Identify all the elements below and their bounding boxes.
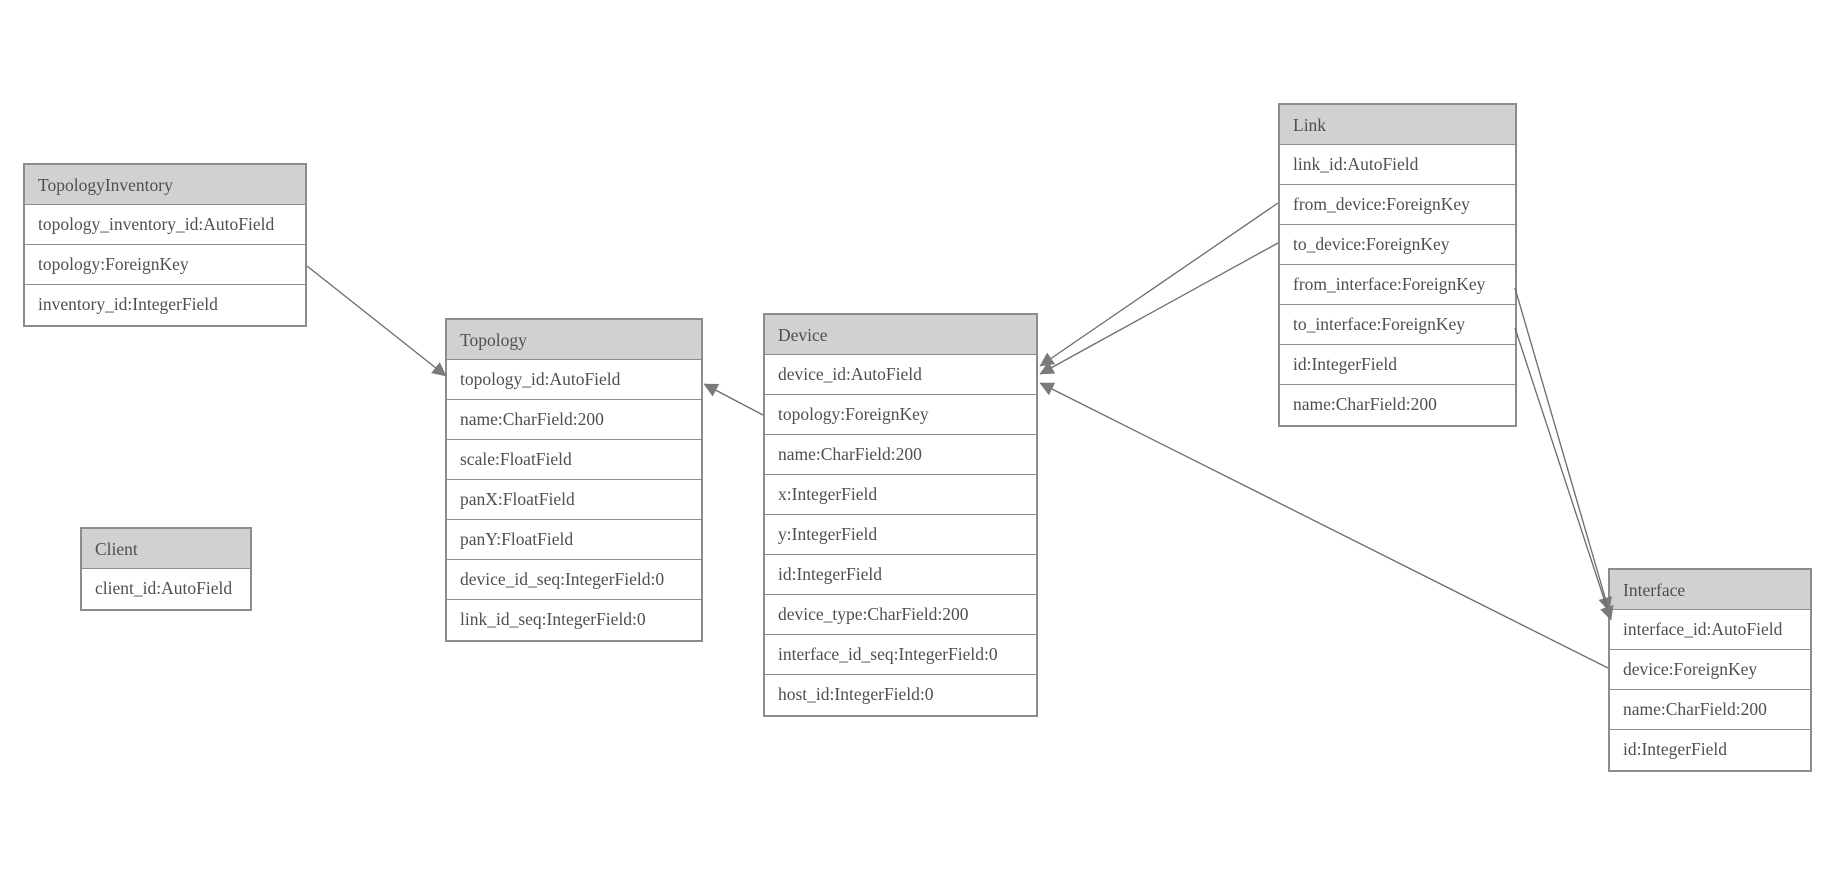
entity-title: TopologyInventory xyxy=(25,165,305,205)
field-row: host_id:IntegerField:0 xyxy=(765,675,1036,715)
entity-title: Topology xyxy=(447,320,701,360)
field-row: scale:FloatField xyxy=(447,440,701,480)
field-row: panY:FloatField xyxy=(447,520,701,560)
field-row: device_type:CharField:200 xyxy=(765,595,1036,635)
field-row: device_id:AutoField xyxy=(765,355,1036,395)
field-row: inventory_id:IntegerField xyxy=(25,285,305,325)
field-row: id:IntegerField xyxy=(1280,345,1515,385)
field-row: client_id:AutoField xyxy=(82,569,250,609)
relation-link-from-interface-to-interface xyxy=(1514,287,1612,612)
entity-title: Interface xyxy=(1610,570,1810,610)
entity-title: Device xyxy=(765,315,1036,355)
field-row: interface_id_seq:IntegerField:0 xyxy=(765,635,1036,675)
field-row: id:IntegerField xyxy=(765,555,1036,595)
field-row: name:CharField:200 xyxy=(765,435,1036,475)
field-row: name:CharField:200 xyxy=(1610,690,1810,730)
relation-device-topology-to-topology xyxy=(703,383,764,416)
field-row: name:CharField:200 xyxy=(1280,385,1515,425)
field-row: interface_id:AutoField xyxy=(1610,610,1810,650)
field-row: y:IntegerField xyxy=(765,515,1036,555)
field-row: topology:ForeignKey xyxy=(765,395,1036,435)
field-row: topology_inventory_id:AutoField xyxy=(25,205,305,245)
relation-link-to-device-to-device xyxy=(1039,242,1279,375)
relation-link-to-interface-to-interface xyxy=(1514,327,1614,621)
field-row: from_interface:ForeignKey xyxy=(1280,265,1515,305)
field-row: to_interface:ForeignKey xyxy=(1280,305,1515,345)
entity-title: Client xyxy=(82,529,250,569)
field-row: x:IntegerField xyxy=(765,475,1036,515)
entity-title: Link xyxy=(1280,105,1515,145)
field-row: device:ForeignKey xyxy=(1610,650,1810,690)
relation-link-from-device-to-device xyxy=(1039,202,1279,367)
field-row: link_id_seq:IntegerField:0 xyxy=(447,600,701,640)
field-row: device_id_seq:IntegerField:0 xyxy=(447,560,701,600)
field-row: topology:ForeignKey xyxy=(25,245,305,285)
field-row: to_device:ForeignKey xyxy=(1280,225,1515,265)
field-row: id:IntegerField xyxy=(1610,730,1810,770)
relation-topologyinventory-topology-to-topology xyxy=(306,265,447,377)
field-row: name:CharField:200 xyxy=(447,400,701,440)
field-row: panX:FloatField xyxy=(447,480,701,520)
field-row: from_device:ForeignKey xyxy=(1280,185,1515,225)
field-row: link_id:AutoField xyxy=(1280,145,1515,185)
field-row: topology_id:AutoField xyxy=(447,360,701,400)
